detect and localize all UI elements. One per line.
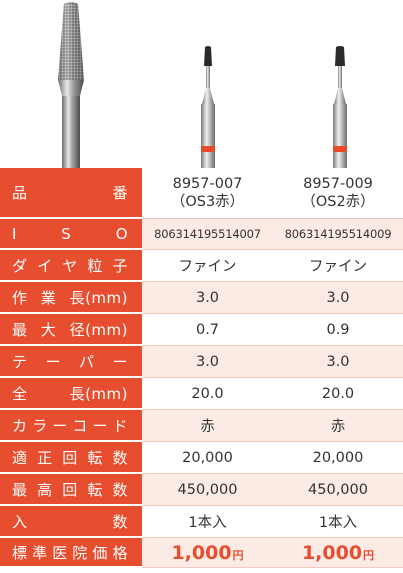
row-label-text: カラーコード bbox=[12, 416, 128, 435]
product-code: 8957-007 bbox=[172, 176, 243, 192]
row-label: カラーコード bbox=[0, 410, 142, 442]
row-value-1: 20,000 bbox=[142, 442, 273, 474]
row-label: 入数 bbox=[0, 506, 142, 538]
row-label-text: 品番 bbox=[12, 184, 128, 202]
row-value-2: 3.0 bbox=[273, 346, 403, 378]
row-value-2: 20.0 bbox=[273, 378, 403, 410]
row-value-2: 20,000 bbox=[273, 442, 403, 474]
row-value-1: 3.0 bbox=[142, 346, 273, 378]
row-label-text: 適正回転数 bbox=[12, 448, 128, 467]
price-value: 1,000 bbox=[301, 541, 363, 564]
row-label: 最高回転数 bbox=[0, 474, 142, 506]
row-value-2: 450,000 bbox=[273, 474, 403, 506]
price-value: 1,000 bbox=[171, 541, 232, 564]
row-label: 全長(mm) bbox=[0, 378, 142, 410]
table-row: カラーコード赤赤 bbox=[0, 410, 403, 442]
row-label: 品番 bbox=[0, 168, 142, 219]
bur-image-8957-007 bbox=[201, 46, 215, 168]
product-subcode: （OS3赤） bbox=[170, 194, 245, 210]
product-code: 8957-009 bbox=[303, 176, 373, 192]
row-label-text: テーパー bbox=[12, 352, 128, 371]
row-value-2: ファイン bbox=[273, 250, 403, 282]
iso-value-1: 806314195514007 bbox=[142, 219, 273, 250]
row-label: 最大径(mm) bbox=[0, 314, 142, 346]
row-label: 適正回転数 bbox=[0, 442, 142, 474]
table-row-product-code: 品番 8957-007 （OS3赤） 8957-009 （OS2赤） bbox=[0, 168, 403, 219]
row-value-2: 0.9 bbox=[273, 314, 403, 346]
row-value-1: ファイン bbox=[142, 250, 273, 282]
iso-value-2: 806314195514009 bbox=[273, 219, 403, 250]
row-value-1: 1本入 bbox=[142, 506, 273, 538]
row-value-1: 赤 bbox=[142, 410, 273, 442]
row-label-text: 全長(mm) bbox=[12, 384, 128, 403]
row-label-text: 標準医院価格 bbox=[12, 543, 128, 562]
row-label: 作業長(mm) bbox=[0, 282, 142, 314]
product-subcode: （OS2赤） bbox=[301, 194, 375, 210]
product-images bbox=[0, 0, 403, 172]
row-value-1: 20.0 bbox=[142, 378, 273, 410]
table-row: ダイヤ粒子ファインファイン bbox=[0, 250, 403, 282]
row-value-2: 3.0 bbox=[273, 282, 403, 314]
product-code-cell-2: 8957-009 （OS2赤） bbox=[273, 168, 403, 219]
row-label-text: 最高回転数 bbox=[12, 480, 128, 499]
row-value-2: 1本入 bbox=[273, 506, 403, 538]
row-value-2: 赤 bbox=[273, 410, 403, 442]
row-label-text: ダイヤ粒子 bbox=[12, 256, 128, 275]
product-code-cell-1: 8957-007 （OS3赤） bbox=[142, 168, 273, 219]
row-value-1: 3.0 bbox=[142, 282, 273, 314]
row-label: 標準医院価格 bbox=[0, 538, 142, 568]
currency-unit: 円 bbox=[232, 548, 244, 562]
row-value-1: 0.7 bbox=[142, 314, 273, 346]
bur-closeup-image bbox=[58, 2, 84, 172]
row-label: ダイヤ粒子 bbox=[0, 250, 142, 282]
currency-unit: 円 bbox=[363, 548, 375, 562]
row-label-text: 作業長(mm) bbox=[12, 288, 128, 307]
row-label-text: 入数 bbox=[12, 512, 128, 531]
row-value-1: 450,000 bbox=[142, 474, 273, 506]
bur-image-8957-009 bbox=[333, 46, 347, 168]
row-label: テーパー bbox=[0, 346, 142, 378]
row-label-text: 最大径(mm) bbox=[12, 320, 128, 339]
